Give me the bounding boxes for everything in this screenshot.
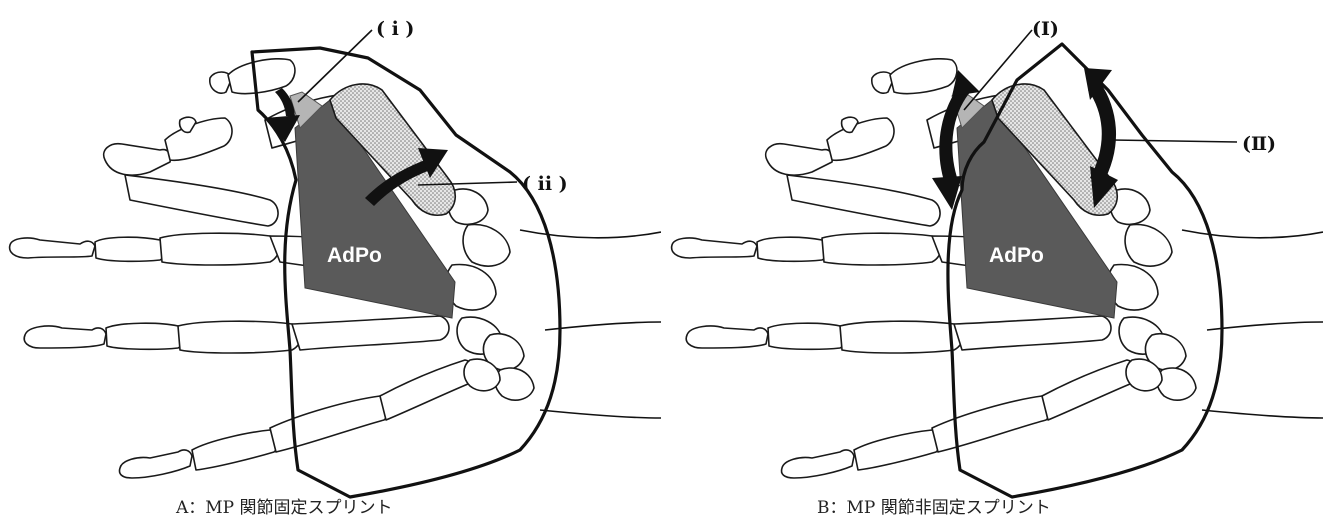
caption-b: B：MP 関節非固定スプリント [817, 493, 1051, 518]
marker-label-ii: ( ii ) [522, 173, 568, 195]
muscle-label: AdPo [327, 244, 382, 267]
hand-illustration-a: AdPo ( i ) ( ii ) [0, 0, 661, 517]
ring-finger-bones [782, 396, 1053, 478]
marker-label-II: (Ⅱ) [1242, 133, 1276, 155]
muscle-label: AdPo [989, 244, 1044, 267]
index-finger-bones [672, 233, 941, 265]
panel-a: AdPo ( i ) ( ii ) A：MP 関節固定スプリント [0, 0, 661, 517]
forearm-outline [1182, 230, 1323, 418]
leader-line-II [1112, 140, 1237, 142]
middle-finger-bones [24, 321, 301, 353]
caption-a: A：MP 関節固定スプリント [176, 493, 393, 518]
forearm-outline [520, 230, 661, 418]
index-finger-bones [10, 233, 279, 265]
ring-finger-bones [120, 396, 391, 478]
panel-b: AdPo (Ⅰ) (Ⅱ) B：MP 関節非固定スプリント [662, 0, 1323, 517]
thumb-bones [766, 59, 957, 175]
hand-illustration-b: AdPo (Ⅰ) (Ⅱ) [662, 0, 1323, 517]
middle-finger-bones [686, 321, 963, 353]
marker-label-I: (Ⅰ) [1032, 18, 1059, 40]
marker-label-i: ( i ) [376, 18, 414, 40]
